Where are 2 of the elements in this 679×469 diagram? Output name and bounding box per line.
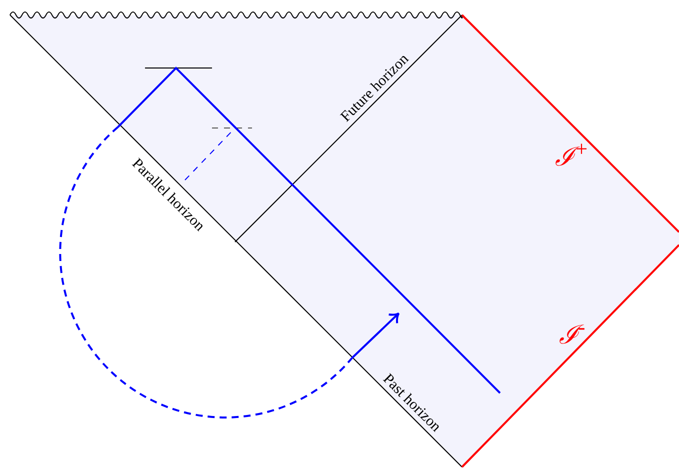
infinity-label: ℐ$^{+}$ [555, 139, 589, 171]
infinity-label: ℐ$^{-}$ [559, 317, 586, 349]
